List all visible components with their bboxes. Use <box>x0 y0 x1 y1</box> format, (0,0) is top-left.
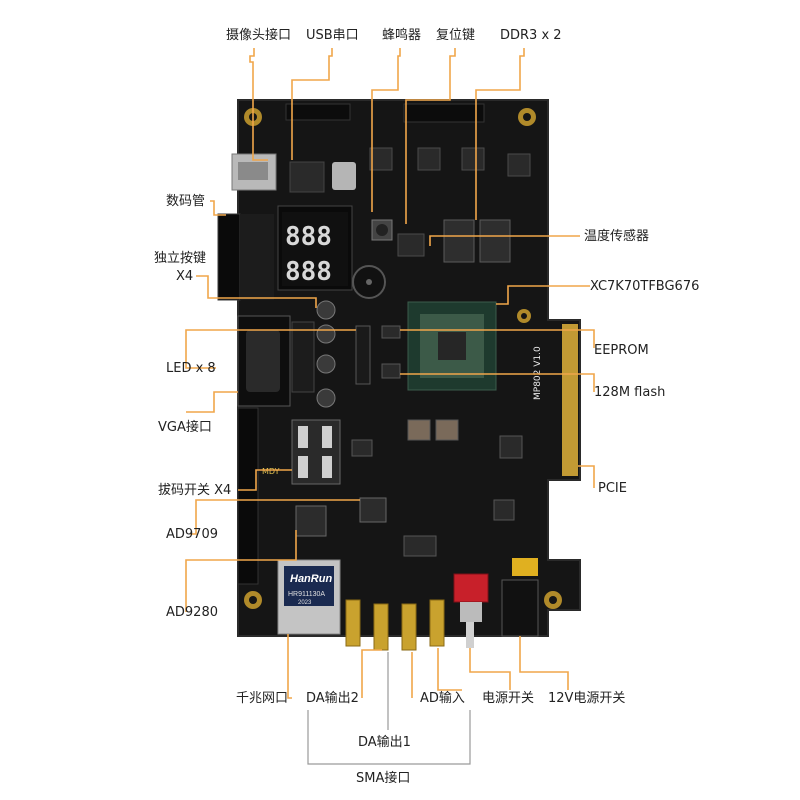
seven-segment-display: 888 888 <box>277 205 353 291</box>
mounting-hole-icon <box>244 108 562 609</box>
ad9709-chip <box>295 505 327 537</box>
label-keys-line1: 独立按键 <box>154 251 206 266</box>
temp-sensor <box>397 233 425 257</box>
ddr3-chips <box>443 219 511 263</box>
fpga-chip <box>407 301 497 391</box>
label-temp: 温度传感器 <box>584 228 649 244</box>
flash-chip <box>381 363 401 379</box>
pcie-gold-fingers <box>562 324 578 476</box>
label-usb: USB串口 <box>306 28 359 43</box>
label-ddr3: DDR3 x 2 <box>500 28 562 43</box>
power-switch <box>453 573 489 648</box>
ethernet-year: 2023 <box>298 600 312 606</box>
label-seven-seg: 数码管 <box>166 194 205 209</box>
label-eeprom: EEPROM <box>594 343 649 358</box>
side-pin-header <box>237 407 259 585</box>
label-ad9709: AD9709 <box>166 527 218 542</box>
label-ad9280: AD9280 <box>166 605 218 620</box>
label-keys-line2: X4 <box>176 269 193 284</box>
sma-connectors <box>345 599 445 651</box>
top-pin-header <box>285 103 351 121</box>
dc-power-jack <box>501 579 539 637</box>
label-led: LED x 8 <box>166 361 216 376</box>
label-power-12v: 12V电源开关 <box>548 691 625 706</box>
ethernet-jack: HanRun HR911130A 2023 <box>277 559 341 635</box>
leader-lines <box>185 48 595 765</box>
label-da-out1: DA输出1 <box>358 734 411 750</box>
ethernet-part: HR911130A <box>288 591 325 598</box>
pcb-board: 888 888 <box>217 99 581 651</box>
label-buzzer: 蜂鸣器 <box>382 27 421 43</box>
dip-switches <box>291 419 341 485</box>
mdy-logo-silk: MDY <box>262 467 280 476</box>
svg-text:888: 888 <box>285 222 332 252</box>
label-pcie: PCIE <box>598 481 627 496</box>
label-da-out2: DA输出2 <box>306 690 359 706</box>
label-fpga: XC7K70TFBG676 <box>590 279 699 294</box>
led-array <box>291 321 371 393</box>
label-sma: SMA接口 <box>356 770 410 786</box>
label-power-switch: 电源开关 <box>482 691 534 706</box>
ethernet-brand: HanRun <box>290 573 332 585</box>
label-vga: VGA接口 <box>158 419 212 435</box>
label-reset: 复位键 <box>436 28 475 43</box>
svg-text:888: 888 <box>285 257 332 287</box>
label-gigabit: 千兆网口 <box>236 691 288 706</box>
label-dip: 拔码开关 X4 <box>158 483 231 498</box>
board-model-silk: MP802 V1.0 <box>533 346 543 400</box>
annotation-labels: 摄像头接口 USB串口 蜂鸣器 复位键 DDR3 x 2 数码管 独立按键 X4… <box>154 27 699 786</box>
eeprom-chip <box>381 325 401 339</box>
top-pin-header-right <box>403 103 485 123</box>
ad9280-chip <box>359 497 387 523</box>
label-camera: 摄像头接口 <box>226 27 291 43</box>
usb-uart-chip <box>289 161 325 193</box>
label-ad-in: AD输入 <box>420 690 465 706</box>
label-flash: 128M flash <box>594 385 665 400</box>
vga-connector <box>237 315 291 407</box>
camera-connector <box>217 213 241 301</box>
